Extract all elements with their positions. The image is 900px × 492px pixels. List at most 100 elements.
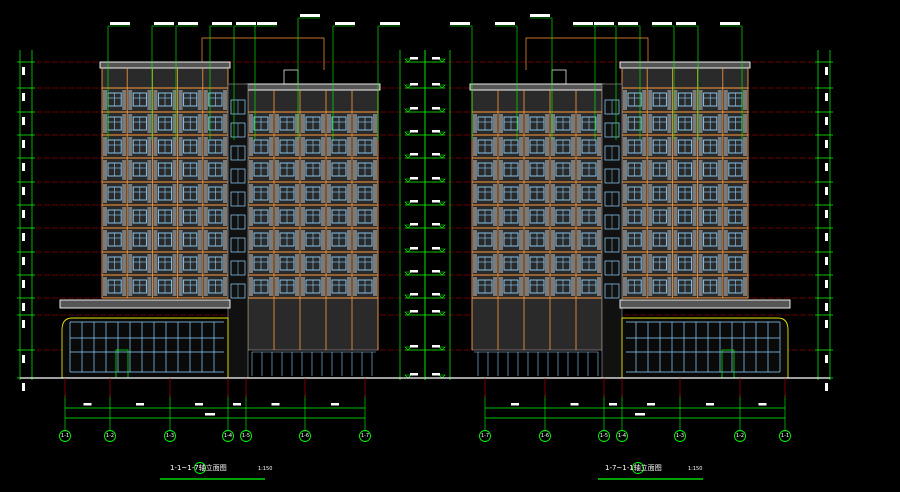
axis-bubble xyxy=(616,430,628,442)
wall-panel xyxy=(249,160,253,180)
wall-panel xyxy=(203,114,208,133)
wall-panel xyxy=(667,207,672,226)
wall-panel xyxy=(373,277,377,296)
wall-panel xyxy=(717,207,722,226)
wall-panel xyxy=(597,230,601,250)
wall-panel xyxy=(648,207,653,226)
wall-panel xyxy=(717,137,722,156)
wall-panel xyxy=(723,207,728,226)
level-text-mark xyxy=(410,107,418,110)
wall-panel xyxy=(203,254,208,273)
wall-panel xyxy=(545,114,549,133)
wall-panel xyxy=(269,160,273,180)
wall-panel xyxy=(197,160,202,180)
wall-panel xyxy=(197,184,202,203)
wall-panel xyxy=(153,230,158,250)
level-symbol xyxy=(438,131,446,136)
wall-panel xyxy=(103,90,107,110)
wall-panel xyxy=(122,207,127,226)
wall-panel xyxy=(147,114,152,133)
wall-panel xyxy=(493,114,497,133)
overall-dimension-text-mark xyxy=(635,413,645,416)
level-symbol xyxy=(438,154,446,159)
wall-panel xyxy=(128,277,133,296)
wall-panel xyxy=(692,207,697,226)
wall-panel xyxy=(203,137,208,156)
wall-panel xyxy=(353,230,357,250)
axis-label: 1-3 xyxy=(676,433,684,439)
wall-panel xyxy=(692,230,697,250)
wall-panel xyxy=(692,277,697,296)
axis-label: 1-4 xyxy=(224,433,232,439)
wall-panel xyxy=(525,114,529,133)
wall-panel xyxy=(545,254,549,273)
wall-panel xyxy=(178,254,183,273)
wall-panel xyxy=(147,184,152,203)
wall-panel xyxy=(642,90,647,110)
wall-panel xyxy=(499,277,503,296)
wall-panel xyxy=(545,277,549,296)
level-text-mark xyxy=(410,177,418,180)
wall-panel xyxy=(269,114,273,133)
wall-panel xyxy=(698,137,703,156)
wall-panel xyxy=(673,137,678,156)
elevation-right: 1-11-21-31-41-51-61-7 xyxy=(424,14,833,480)
level-symbol xyxy=(404,131,412,136)
wall-panel xyxy=(499,160,503,180)
tower-right-parapet xyxy=(469,83,605,91)
wall-panel xyxy=(692,137,697,156)
axis-label: 1-3 xyxy=(166,433,174,439)
wall-panel xyxy=(525,207,529,226)
wall-panel xyxy=(153,277,158,296)
wall-panel xyxy=(301,254,305,273)
wall-panel xyxy=(545,137,549,156)
level-symbol xyxy=(404,178,412,183)
level-text-mark xyxy=(410,345,418,348)
wall-panel xyxy=(301,114,305,133)
wall-panel xyxy=(103,277,107,296)
wall-panel xyxy=(499,207,503,226)
wall-panel xyxy=(249,184,253,203)
podium-outline xyxy=(61,317,229,379)
wall-panel xyxy=(147,254,152,273)
axis-bubble xyxy=(674,430,686,442)
wall-panel xyxy=(667,254,672,273)
wall-panel xyxy=(128,184,133,203)
wall-panel xyxy=(249,230,253,250)
wall-panel xyxy=(353,184,357,203)
wall-panel xyxy=(743,277,747,296)
wall-panel xyxy=(347,114,351,133)
level-text-mark xyxy=(432,270,440,273)
axis-label: 1-7 xyxy=(481,433,489,439)
wall-panel xyxy=(551,160,555,180)
wall-panel xyxy=(623,254,627,273)
callout-text-mark xyxy=(594,22,614,25)
wall-panel xyxy=(249,207,253,226)
wall-panel xyxy=(597,114,601,133)
level-symbol xyxy=(438,224,446,229)
wall-panel xyxy=(698,277,703,296)
level-symbol xyxy=(438,294,446,299)
callout-text-mark xyxy=(154,22,174,25)
scale-right: 1:150 xyxy=(688,466,702,472)
axis-dimension-text-mark xyxy=(511,403,519,406)
wall-panel xyxy=(172,137,177,156)
wall-panel xyxy=(717,184,722,203)
wall-panel xyxy=(577,230,581,250)
wall-panel xyxy=(347,254,351,273)
wall-panel xyxy=(353,254,357,273)
wall-panel xyxy=(223,277,227,296)
wall-panel xyxy=(493,277,497,296)
level-symbol xyxy=(438,346,446,351)
title-bubble xyxy=(194,462,206,474)
dimension-text-mark xyxy=(825,187,828,195)
level-symbol xyxy=(438,201,446,206)
wall-panel xyxy=(153,184,158,203)
wall-panel xyxy=(623,90,627,110)
wall-panel xyxy=(128,114,133,133)
wall-panel xyxy=(128,230,133,250)
level-text-mark xyxy=(432,130,440,133)
level-symbol xyxy=(404,201,412,206)
roof-stair-enclosure xyxy=(283,69,299,85)
wall-panel xyxy=(597,160,601,180)
